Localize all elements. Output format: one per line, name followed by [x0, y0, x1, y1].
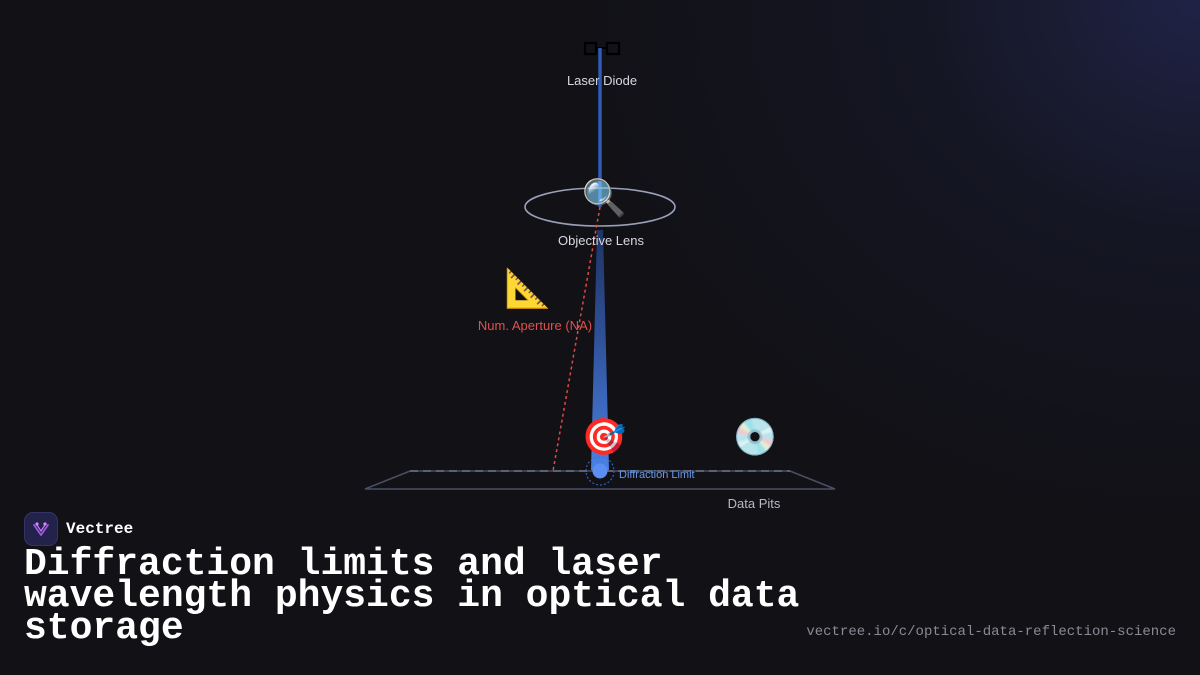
- data-pits-label: Data Pits: [727, 496, 781, 511]
- diffraction-limit-ring: [585, 456, 615, 486]
- triangle-ruler-icon: 📐: [504, 266, 552, 310]
- numerical-aperture-line: [552, 206, 601, 472]
- brand-name: Vectree: [66, 520, 134, 538]
- laser-diode-icon: [583, 41, 621, 56]
- numerical-aperture-label: Num. Aperture (NA): [477, 318, 593, 333]
- brand: Vectree: [24, 512, 133, 546]
- objective-lens-shape: [524, 187, 676, 227]
- vectree-logo-icon: [24, 512, 58, 546]
- laser-diode-label: Laser Diode: [566, 73, 638, 88]
- diffraction-limit-label: Diffraction Limit: [619, 469, 695, 481]
- disc-icon: 💿: [732, 417, 778, 458]
- source-url: vectree.io/c/optical-data-reflection-sci…: [806, 624, 1176, 640]
- focal-spot: [592, 463, 608, 479]
- focused-beam-cone: [591, 230, 609, 470]
- objective-lens-label: Objective Lens: [558, 233, 644, 248]
- magnifier-icon: 🔍: [581, 178, 627, 219]
- page-title: Diffraction limits and laser wavelength …: [24, 543, 800, 650]
- target-icon: 🎯: [581, 417, 627, 458]
